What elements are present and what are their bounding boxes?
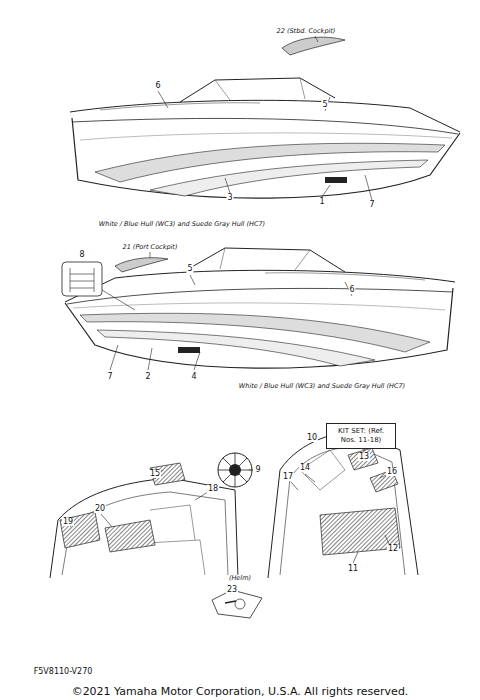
- line-art: [268, 432, 418, 578]
- callout-number: 3: [226, 194, 233, 202]
- callout-number: 10: [306, 434, 318, 442]
- line-art: [249, 470, 253, 471]
- callout-number: 6: [348, 286, 355, 294]
- note-text: F5V8110-V270: [33, 668, 94, 676]
- line-art: [235, 599, 245, 609]
- line-art: [280, 447, 405, 575]
- callout-number: 8: [78, 251, 85, 259]
- line-art: [291, 455, 389, 563]
- callout-number: 2: [144, 373, 151, 381]
- line-art: [110, 252, 352, 370]
- line-art: [60, 512, 100, 548]
- line-art: [50, 478, 238, 578]
- note-text: 21 (Port Cockpit): [122, 244, 179, 251]
- line-art: [225, 601, 236, 603]
- copyright-caption: ©2021 Yamaha Motor Corporation, U.S.A. A…: [71, 686, 410, 697]
- line-art: [70, 470, 208, 527]
- callout-number: 5: [321, 101, 328, 109]
- note-text: White / Blue Hull (WC3) and Suede Gray H…: [98, 221, 266, 228]
- callout-number: 18: [207, 485, 219, 493]
- note-text: (Helm): [228, 575, 252, 582]
- bottom-boat: [62, 248, 455, 370]
- callout-number: 9: [254, 466, 261, 474]
- line-art: [102, 290, 135, 310]
- helm-detail: [212, 590, 262, 618]
- line-art: [320, 508, 400, 555]
- line-art: [158, 36, 372, 200]
- line-art: [65, 248, 455, 368]
- callout-number: 11: [347, 565, 359, 573]
- callout-number: 7: [106, 373, 113, 381]
- callout-number: 23: [226, 586, 238, 594]
- callout-number: 7: [368, 201, 375, 209]
- top-boat: [70, 36, 460, 200]
- callout-number: 15: [149, 470, 161, 478]
- callout-number: 13: [358, 453, 370, 461]
- line-art: [212, 590, 262, 618]
- line-art: [348, 448, 378, 470]
- note-text: 22 (Stbd. Cockpit): [276, 28, 337, 35]
- stbd-cockpit: [268, 432, 418, 578]
- box-text: KIT SET: (Ref. Nos. 11-18): [332, 427, 390, 445]
- line-art: [70, 268, 94, 292]
- port-cockpit: [50, 463, 238, 578]
- line-art: [62, 262, 102, 296]
- line-art: [70, 78, 460, 198]
- callout-number: 4: [190, 373, 197, 381]
- line-art: [105, 520, 155, 552]
- callout-number: 12: [387, 545, 399, 553]
- callout-number: 6: [154, 82, 161, 90]
- line-art: [218, 453, 252, 487]
- line-art: [115, 258, 168, 272]
- emblem: [218, 453, 253, 487]
- note-text: White / Blue Hull (WC3) and Suede Gray H…: [238, 383, 406, 390]
- line-art: [218, 453, 252, 487]
- callout-number: 20: [94, 505, 106, 513]
- callout-number: 17: [282, 473, 294, 481]
- callout-number: 16: [386, 468, 398, 476]
- callout-number: 19: [62, 518, 74, 526]
- callout-number: 14: [299, 464, 311, 472]
- kit-set-box: KIT SET: (Ref. Nos. 11-18): [326, 423, 396, 449]
- callout-number: 5: [186, 265, 193, 273]
- line-art: [282, 37, 345, 55]
- callout-number: 1: [318, 198, 325, 206]
